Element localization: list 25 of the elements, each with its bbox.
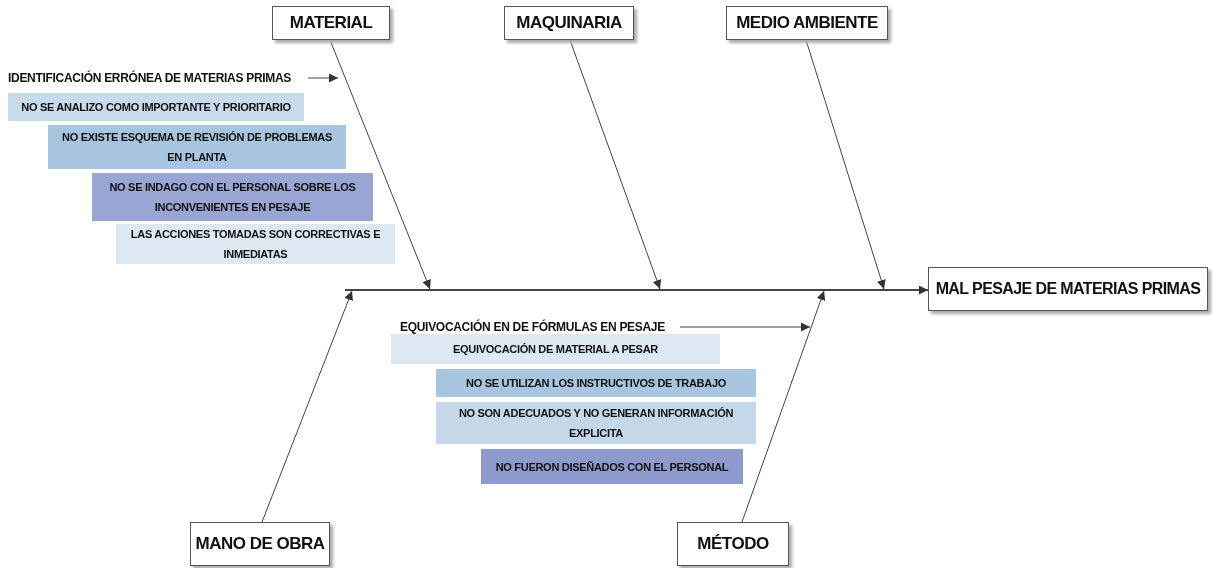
category-box: MÉTODO	[677, 522, 789, 566]
arrow	[741, 290, 826, 523]
cause-box: NO SE INDAGO CON EL PERSONAL SOBRE LOS INCONVENIENTES EN PESAJE	[92, 173, 373, 221]
spine-line	[345, 289, 885, 291]
cause-box: NO FUERON DISEÑADOS CON EL PERSONAL	[481, 449, 743, 484]
category-box: MEDIO AMBIENTE	[726, 6, 888, 40]
category-box: MATERIAL	[272, 6, 390, 40]
cause-box: NO EXISTE ESQUEMA DE REVISIÓN DE PROBLEMAS EN PLANTA	[48, 125, 346, 169]
cause-label: EQUIVOCACIÓN EN DE FÓRMULAS EN PESAJE	[400, 318, 680, 336]
arrow	[884, 285, 929, 295]
category-box: MANO DE OBRA	[190, 522, 330, 566]
cause-box: NO SON ADECUADOS Y NO GENERAN INFORMACIÓN EXPLICITA	[436, 402, 756, 444]
cause-box: LAS ACCIONES TOMADAS SON CORRECTIVAS E INMEDIATAS	[116, 224, 395, 264]
cause-box: EQUIVOCACIÓN DE MATERIAL A PESAR	[391, 334, 720, 364]
category-box: MAQUINARIA	[504, 6, 634, 40]
arrow	[329, 39, 431, 290]
cause-box: NO SE ANALIZO COMO IMPORTANTE Y PRIORITARIO	[8, 93, 304, 121]
effect-box: MAL PESAJE DE MATERIAS PRIMAS	[928, 267, 1208, 311]
arrow	[679, 322, 811, 332]
arrow	[805, 39, 886, 290]
arrow	[569, 39, 662, 290]
arrow	[261, 290, 353, 523]
cause-label: IDENTIFICACIÓN ERRÓNEA DE MATERIAS PRIMAS	[8, 69, 308, 87]
cause-box: NO SE UTILIZAN LOS INSTRUCTIVOS DE TRABAJO	[436, 369, 756, 397]
arrow	[307, 73, 339, 83]
